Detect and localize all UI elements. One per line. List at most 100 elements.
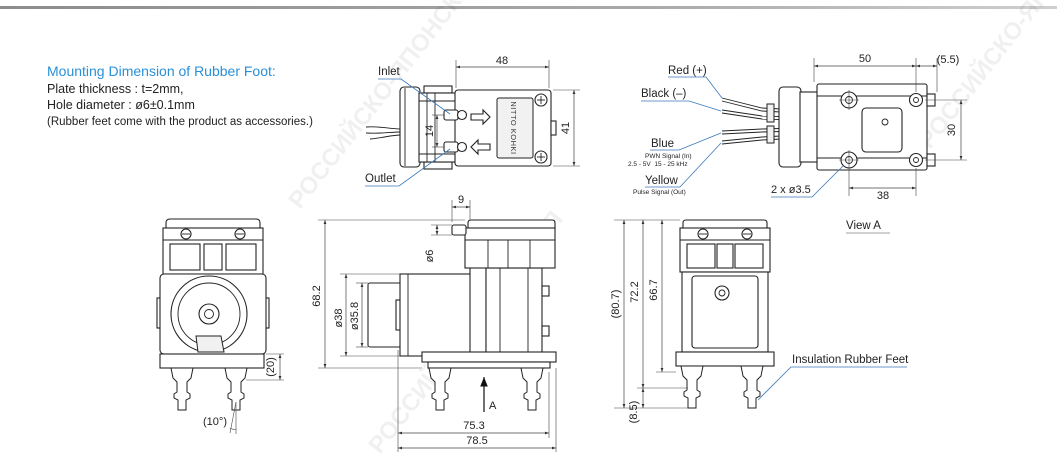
outlet-port — [443, 141, 459, 153]
rubber-foot — [170, 367, 194, 411]
yellow-leader — [645, 142, 722, 188]
valve-block — [203, 243, 223, 271]
screw-icon — [180, 228, 192, 240]
pwm-signal-label: PWN Signal (In) — [645, 153, 692, 160]
dim-38: 38 — [877, 190, 889, 202]
motor-end-cap — [778, 86, 802, 168]
frame — [485, 267, 543, 355]
frame-nub — [541, 325, 550, 337]
mounting-notes: Mounting Dimension of Rubber Foot: Plate… — [47, 63, 313, 128]
motor-end-cap — [399, 86, 421, 168]
dim-30: 30 — [946, 124, 958, 136]
brand-label: NITTO KOHKI — [509, 101, 518, 154]
dim-dia-38: ø38 — [333, 309, 345, 328]
dim-height-68-2: 68.2 — [311, 285, 323, 306]
head-top-cap — [682, 219, 768, 229]
angle-arc — [229, 427, 237, 430]
inlet-label: Inlet — [378, 66, 401, 78]
dim-width-48: 48 — [496, 55, 508, 67]
mount-hole-icon — [839, 150, 859, 170]
frame-window — [691, 275, 759, 349]
screw-icon — [908, 92, 924, 108]
dim-8-5: (8.5) — [628, 401, 640, 424]
accessories-note: (Rubber feet come with the product as ac… — [47, 116, 313, 128]
wire — [365, 131, 402, 134]
frame-center — [861, 107, 903, 153]
yellow-wire-label: Yellow — [645, 175, 679, 187]
dim-50: 50 — [859, 53, 871, 65]
wiring-view-drawing: Red (+) Black (–) Blue PWN Signal (In) 2… — [628, 53, 967, 202]
dim-9: 9 — [458, 194, 464, 206]
watermark-text: РОССИЙСКО-ЯПОНСКАЯ — [913, 0, 1057, 154]
inlet-port — [451, 224, 467, 236]
base-plate — [159, 353, 265, 369]
flow-in-arrow-icon — [470, 108, 491, 126]
motor-shaft-boss — [198, 303, 220, 325]
dim-66-7: 66.7 — [648, 279, 660, 300]
holes-leader — [771, 165, 844, 198]
wire-gland — [195, 335, 225, 353]
header-rule — [0, 6, 1057, 9]
base-plate — [421, 351, 557, 363]
head-top-cap — [165, 218, 261, 229]
wire-sleeve — [766, 103, 775, 123]
base-plate-lower — [427, 361, 551, 369]
screw-icon — [741, 228, 753, 240]
black-leader — [641, 100, 722, 112]
dim-depth-41: 41 — [560, 122, 572, 134]
mount-tab — [423, 85, 453, 94]
bracket — [469, 261, 487, 355]
plate-thickness-note: Plate thickness : t=2mm, — [47, 82, 184, 96]
mount-tab — [423, 161, 453, 170]
screw-icon — [534, 150, 548, 164]
dim-80-7: (80.7) — [610, 290, 622, 319]
dim-length-75-3: 75.3 — [463, 420, 484, 432]
inlet-boss — [456, 109, 468, 121]
head-nub — [550, 120, 557, 136]
frame-boss — [881, 118, 889, 126]
angle-10-deg: (10°) — [203, 416, 227, 428]
port-diameter: ø6 — [424, 250, 436, 263]
inlet-leader — [378, 78, 451, 115]
wire — [369, 134, 402, 140]
dim-length-78-5: 78.5 — [466, 435, 487, 447]
hole-diameter-note: Hole diameter : ø6±0.1mm — [47, 98, 195, 112]
valve-block — [169, 243, 201, 271]
view-a-drawing: (80.7) 72.2 66.7 (8.5) View A Insulation… — [610, 219, 909, 424]
outlet-label: Outlet — [365, 173, 396, 185]
screw-icon — [534, 93, 548, 107]
wire — [365, 126, 402, 130]
motor-shaft — [204, 309, 214, 319]
valve-block — [734, 243, 764, 269]
insulation-feet-label: Insulation Rubber Feet — [792, 354, 909, 366]
flow-out-arrow-icon — [470, 138, 491, 156]
top-view-drawing: NITTO KOHKI 48 41 14 Inlet Outlet — [365, 55, 580, 187]
screw-icon — [697, 228, 709, 240]
dim-ports-14: 14 — [424, 125, 436, 137]
frame-boss — [714, 285, 730, 301]
red-leader — [668, 76, 723, 99]
mounting-title: Mounting Dimension of Rubber Foot: — [47, 63, 276, 79]
dim-dia-35-8: ø35.8 — [349, 302, 361, 330]
valve-block — [686, 243, 716, 269]
dim-5-5: (5.5) — [937, 54, 960, 66]
side-view-drawing: A 9 ø6 68.2 ø38 ø35.8 75.3 78.5 — [311, 194, 557, 452]
pump-head — [464, 227, 556, 269]
front-view-drawing: (20) (10°) — [156, 218, 284, 434]
head-top-cap — [467, 219, 556, 229]
outlet-leader — [365, 148, 451, 187]
outlet-boss — [456, 141, 468, 153]
black-wire-label: Black (–) — [641, 88, 687, 100]
red-wire-label: Red (+) — [668, 65, 707, 77]
rubber-foot — [680, 365, 704, 409]
angle-line — [229, 401, 237, 434]
name-plate — [496, 97, 534, 159]
pulse-signal-label: Pulse Signal (Out) — [633, 189, 686, 196]
pwm-spec-label: 2.5 - 5V 15 - 25 kHz — [628, 161, 688, 168]
valve-block — [225, 243, 257, 271]
motor-body — [399, 273, 473, 357]
rubber-foot — [520, 367, 544, 411]
blue-leader — [650, 132, 722, 151]
screw-icon — [908, 152, 924, 168]
